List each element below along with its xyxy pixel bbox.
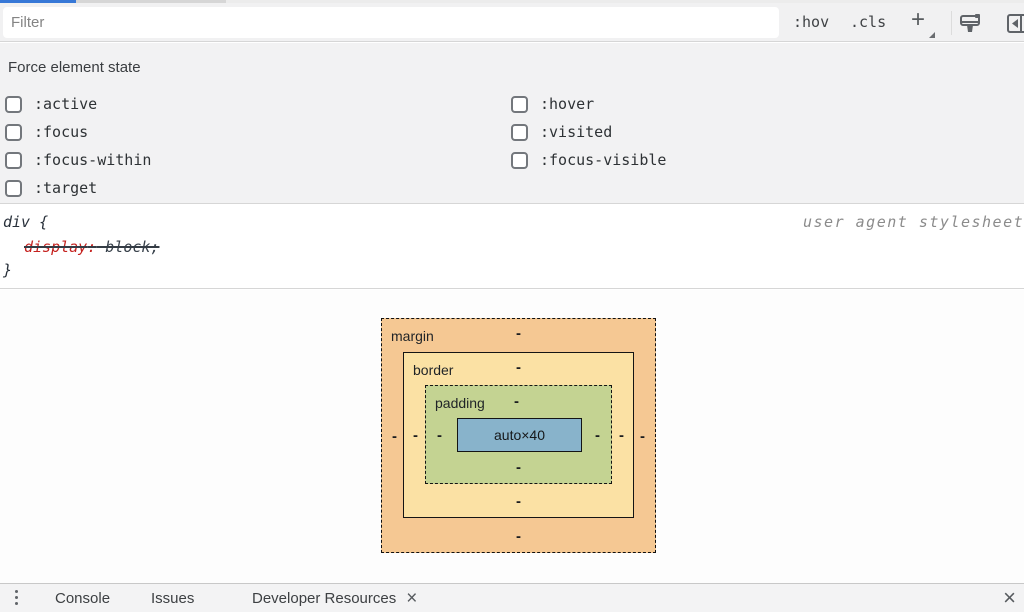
margin-right-value[interactable]: - — [640, 428, 645, 445]
state-row-focus-visible[interactable]: :focus-visible — [511, 151, 666, 169]
border-left-value[interactable]: - — [413, 427, 418, 444]
force-element-state-section: Force element state :active :focus :focu… — [0, 43, 1024, 204]
rule-selector[interactable]: div { — [3, 213, 49, 231]
margin-bottom-value[interactable]: - — [516, 528, 521, 545]
close-drawer-icon[interactable]: × — [1003, 585, 1016, 610]
paint-brush-icon[interactable] — [959, 13, 985, 40]
rule-closing-brace: } — [3, 261, 13, 279]
box-model-padding[interactable]: padding - - - - auto×40 — [425, 385, 612, 484]
margin-left-value[interactable]: - — [392, 428, 397, 445]
tab-strip-remnant — [0, 0, 1024, 3]
drawer-tab-label: Console — [55, 590, 111, 607]
state-label: :target — [34, 179, 98, 197]
box-model-margin[interactable]: margin - - - - border - - - - padding - … — [381, 318, 656, 553]
margin-top-value[interactable]: - — [516, 325, 521, 342]
box-model-border[interactable]: border - - - - padding - - - - auto×40 — [403, 352, 634, 518]
state-label: :focus-visible — [540, 151, 667, 169]
checkbox-visited[interactable] — [511, 123, 528, 141]
selected-tab-indicator — [0, 0, 76, 3]
border-right-value[interactable]: - — [619, 427, 624, 444]
content-size-label: auto×40 — [494, 427, 545, 443]
close-tab-icon[interactable]: × — [406, 587, 418, 609]
property-colon: : — [87, 238, 97, 256]
css-rule-section: div { user agent stylesheet display: blo… — [0, 205, 1024, 289]
more-tabs-icon[interactable] — [15, 590, 18, 605]
state-row-active[interactable]: :active — [5, 95, 97, 113]
drawer-tab-developer-resources[interactable]: Developer Resources × — [252, 587, 418, 609]
checkbox-focus-within[interactable] — [5, 151, 22, 169]
padding-left-value[interactable]: - — [437, 427, 442, 444]
element-classes-button[interactable]: .cls — [850, 13, 887, 31]
metrics-pane: margin - - - - border - - - - padding - … — [0, 290, 1024, 583]
checkbox-hover[interactable] — [511, 95, 528, 113]
checkbox-active[interactable] — [5, 95, 22, 113]
state-label: :active — [34, 95, 98, 113]
state-row-visited[interactable]: :visited — [511, 123, 612, 141]
padding-right-value[interactable]: - — [595, 427, 600, 444]
checkbox-focus[interactable] — [5, 123, 22, 141]
state-row-hover[interactable]: :hover — [511, 95, 594, 113]
rule-declaration[interactable]: display: block; — [24, 238, 159, 256]
state-label: :hover — [540, 95, 595, 113]
new-style-rule-button[interactable]: + — [911, 6, 926, 33]
margin-label: margin — [391, 328, 434, 344]
state-row-focus-within[interactable]: :focus-within — [5, 151, 151, 169]
styles-toolbar: :hov .cls + — [0, 3, 1024, 42]
drawer-tab-console[interactable]: Console — [55, 590, 110, 607]
drawer-tab-issues[interactable]: Issues — [151, 590, 194, 607]
state-label: :focus — [34, 123, 89, 141]
toggle-element-state-button[interactable]: :hov — [793, 13, 830, 31]
box-model-content[interactable]: auto×40 — [457, 418, 582, 452]
padding-label: padding — [435, 395, 485, 411]
state-label: :focus-within — [34, 151, 152, 169]
property-name[interactable]: display — [24, 238, 88, 256]
tab-strip-divider — [76, 0, 226, 3]
filter-input[interactable] — [3, 7, 779, 38]
padding-top-value[interactable]: - — [514, 393, 519, 410]
border-bottom-value[interactable]: - — [516, 493, 521, 510]
checkbox-target[interactable] — [5, 179, 22, 197]
rule-origin-label: user agent stylesheet — [803, 213, 1024, 231]
checkbox-focus-visible[interactable] — [511, 151, 528, 169]
state-label: :visited — [540, 123, 613, 141]
border-top-value[interactable]: - — [516, 359, 521, 376]
padding-bottom-value[interactable]: - — [516, 459, 521, 476]
force-element-state-title: Force element state — [8, 59, 141, 76]
drawer-tab-label: Issues — [151, 590, 195, 607]
toolbar-divider — [951, 11, 952, 35]
border-label: border — [413, 362, 454, 378]
sidebar-toggle-icon[interactable] — [1007, 13, 1024, 39]
drawer-tab-label: Developer Resources — [252, 590, 397, 607]
property-value[interactable]: block; — [96, 238, 160, 256]
new-style-rule-menu-corner-icon — [929, 32, 935, 38]
state-row-target[interactable]: :target — [5, 179, 97, 197]
drawer-tab-bar: Console Issues Developer Resources × × — [0, 583, 1024, 612]
state-row-focus[interactable]: :focus — [5, 123, 88, 141]
